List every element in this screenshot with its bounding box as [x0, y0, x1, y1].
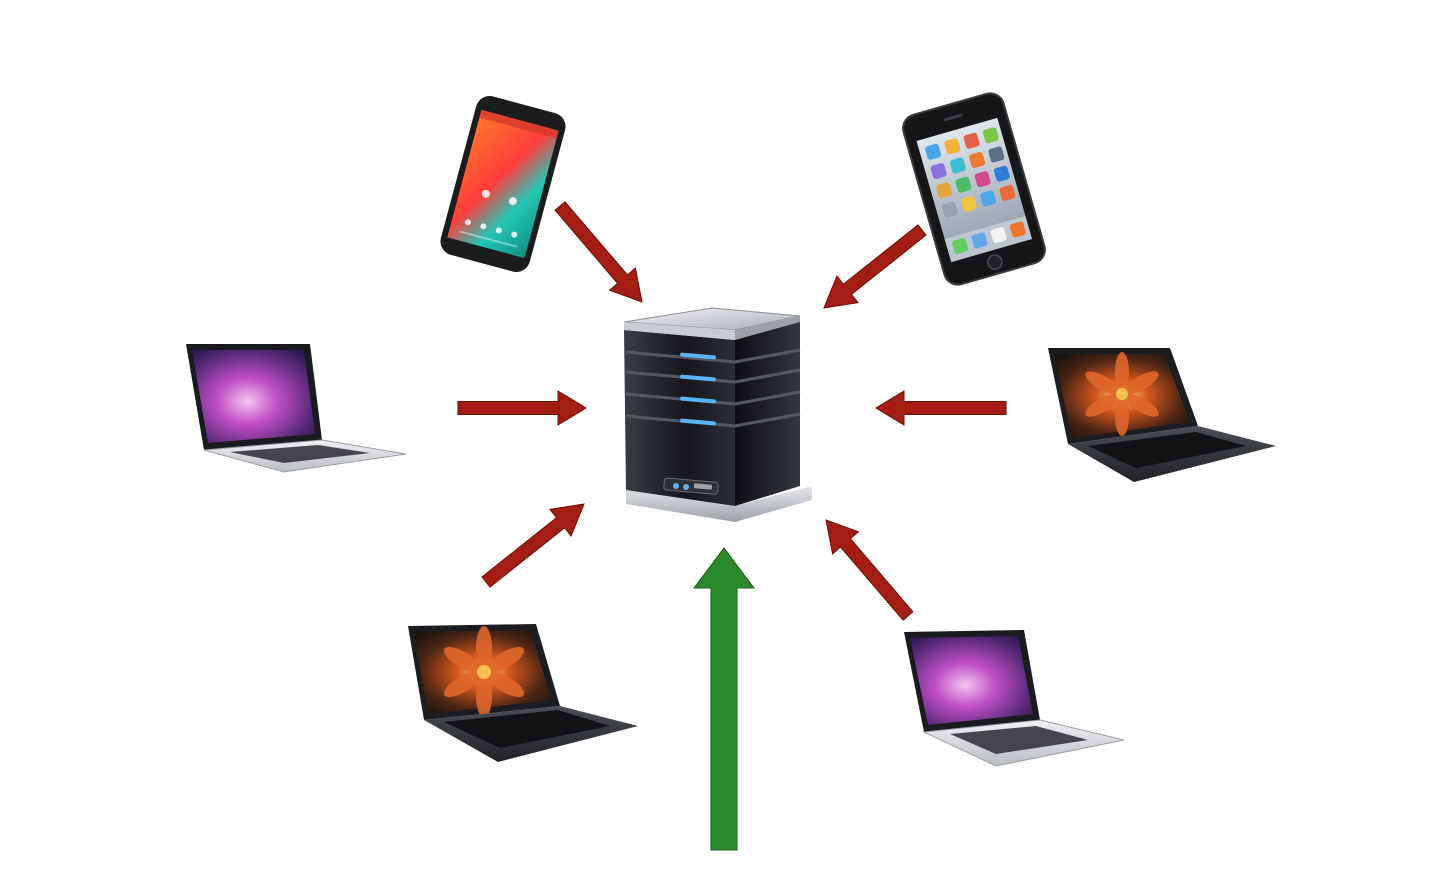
main-arrow-bottom-edge — [693, 547, 755, 851]
server-icon — [623, 307, 812, 522]
laptop-macbook-bottom-right-icon — [904, 630, 1125, 767]
arrow-layer — [457, 201, 1007, 851]
client-arrow-laptop-mac-bottom-right — [825, 519, 914, 621]
laptop-xps-bottom-left-icon — [408, 624, 638, 762]
client-arrow-phone-android — [554, 201, 643, 303]
client-arrow-phone-iphone — [823, 224, 927, 309]
client-arrow-laptop-xps-right — [875, 390, 1007, 426]
laptop-xps-right-icon — [1048, 348, 1276, 482]
smartphone-android-icon — [440, 96, 566, 272]
smartphone-iphone-icon — [902, 92, 1046, 286]
client-arrow-laptop-mac-left — [457, 390, 587, 426]
client-arrow-laptop-xps-bottom-left — [481, 503, 585, 588]
laptop-macbook-left-icon — [186, 344, 407, 473]
